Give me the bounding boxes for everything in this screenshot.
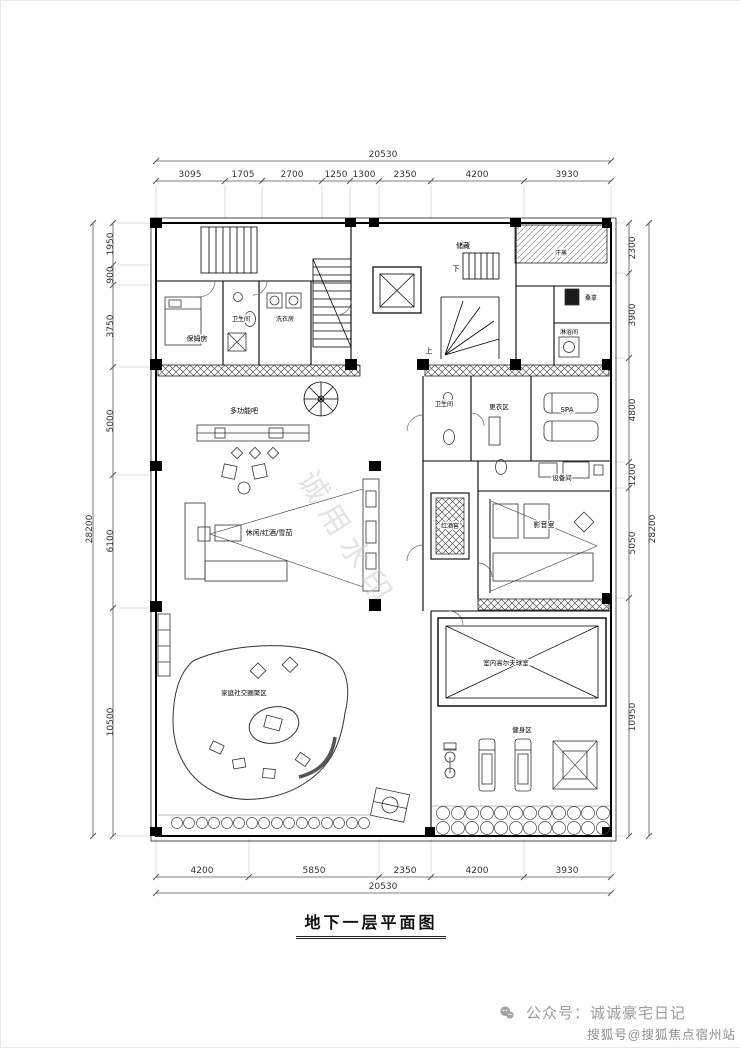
footer-source-label: 搜狐号@搜狐焦点宿州站	[587, 1028, 736, 1042]
room-label-av: 影音室	[534, 520, 555, 529]
dim-label: 1300	[353, 170, 376, 180]
dim-label: 3930	[556, 866, 579, 876]
dim-label: 4800	[628, 398, 638, 421]
dim-label: 10500	[106, 707, 116, 736]
dimension-extension-lines	[117, 185, 625, 873]
room-label-lounge: 休闲/红酒/雪茄	[246, 528, 293, 537]
room-labels: 储藏 汗蒸 桑拿 淋浴间 保姆房 卫生间 洗衣房 多功能吧 卫生间 更衣区 SP…	[185, 240, 598, 736]
dim-label: 3930	[556, 170, 579, 180]
room-label-bath-mid: 卫生间	[435, 400, 453, 408]
wechat-icon	[499, 1005, 515, 1025]
golf-room	[437, 617, 607, 707]
fixtures-furniture	[157, 288, 611, 823]
dimension-lines	[89, 157, 653, 897]
wine-cellar	[430, 492, 470, 560]
dim-label: 20530	[369, 150, 398, 160]
footer-account: 公众号：诚诚豪宅日记	[499, 1002, 686, 1025]
dim-label: 20530	[369, 882, 398, 892]
dim-label: 2700	[281, 170, 304, 180]
dim-label: 2350	[394, 170, 417, 180]
room-label-bar: 多功能吧	[230, 406, 258, 415]
dim-label: 28200	[648, 514, 658, 543]
room-label-steam: 汗蒸	[555, 249, 567, 257]
room-label-golf: 室内高尔夫球室	[483, 658, 529, 667]
pool-social-area	[172, 645, 349, 800]
drawing-title-wrap: 地下一层平面图	[1, 909, 740, 939]
bottom-right-circles	[436, 806, 610, 835]
dim-label: 4200	[466, 866, 489, 876]
room-label-spa: SPA	[560, 406, 573, 414]
watermark-text: 诚用水印	[290, 465, 402, 616]
bottom-left-circles	[171, 817, 370, 829]
dim-label: 2350	[394, 866, 417, 876]
stair-label-down: 下	[453, 265, 460, 273]
dim-label: 4200	[466, 170, 489, 180]
dim-label: 4200	[191, 866, 214, 876]
dim-label: 1950	[106, 232, 116, 255]
dim-label: 5850	[303, 866, 326, 876]
room-label-wine: 红酒窖	[441, 522, 459, 530]
drawing-title: 地下一层平面图	[296, 909, 446, 939]
room-label-bath-top: 卫生间	[232, 315, 250, 323]
footer-account-label: 公众号：诚诚豪宅日记	[525, 1005, 686, 1022]
elevator-shaft	[372, 266, 422, 314]
dim-label: 2300	[628, 236, 638, 259]
dim-label: 6100	[106, 529, 116, 552]
room-label-social: 家庭社交圈聚区	[221, 688, 267, 697]
dim-label: 3900	[628, 303, 638, 326]
room-label-sauna: 桑拿	[585, 294, 597, 302]
columns	[150, 218, 611, 836]
stairs	[200, 226, 500, 417]
room-label-equipment: 设备间	[552, 473, 572, 482]
dim-label: 3095	[179, 170, 202, 180]
room-label-dressing: 更衣区	[489, 402, 509, 411]
dim-label: 5050	[628, 531, 638, 554]
doors	[198, 280, 493, 626]
room-label-shower: 淋浴间	[560, 328, 578, 336]
dimension-labels: 20530 3095 1705 2700 1250 1300 2350 4200…	[85, 150, 658, 892]
hatched-walls	[157, 224, 610, 611]
dim-label: 1200	[628, 463, 638, 486]
stair-label-up: 上	[426, 346, 433, 355]
room-label-laundry: 洗衣房	[276, 315, 294, 323]
dim-label: 5000	[106, 409, 116, 432]
dim-label: 3750	[106, 314, 116, 337]
dim-label: 10950	[628, 702, 638, 731]
dim-label: 1250	[325, 170, 348, 180]
dim-label: 900	[106, 266, 116, 283]
room-label-storage: 储藏	[456, 241, 470, 250]
dim-label: 1705	[232, 170, 255, 180]
room-label-nanny: 保姆房	[187, 334, 208, 343]
walls	[150, 217, 617, 842]
footer-source: 搜狐号@搜狐焦点宿州站	[587, 1024, 736, 1043]
room-label-gym: 健身区	[512, 725, 532, 734]
dim-label: 28200	[85, 514, 95, 543]
